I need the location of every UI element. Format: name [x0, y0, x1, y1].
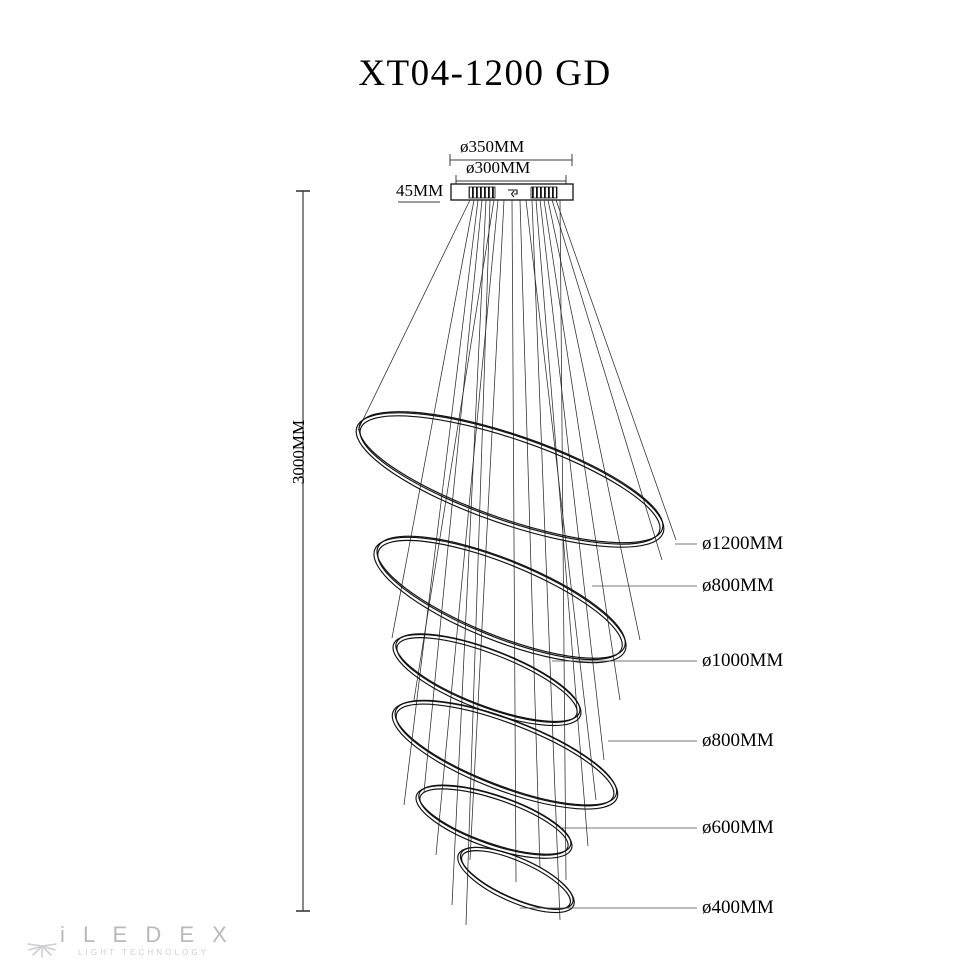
- suspension-wires: [357, 199, 677, 926]
- ceiling-canopy-plate: [450, 183, 574, 201]
- ring-6: [457, 846, 575, 914]
- ring-4: [391, 699, 619, 810]
- ring-4-diameter-label: ø800MM: [702, 730, 774, 751]
- brand-logo: i L E D E X LIGHT TECHNOLOGY: [26, 922, 227, 968]
- ring-2-diameter-label: ø800MM: [702, 575, 774, 596]
- ring-5: [415, 784, 573, 859]
- ring-1: [355, 411, 665, 548]
- plate-inner-diameter-label: ø300MM: [466, 158, 531, 177]
- logo-wordmark: i L E D E X: [60, 922, 233, 947]
- plate-thickness-label: 45MM: [396, 181, 444, 200]
- sunburst-icon: [27, 943, 57, 958]
- plate-outer-dimension-line: [449, 154, 573, 166]
- overall-height-label: 3000MM: [289, 419, 308, 485]
- ring-leader-lines: [520, 543, 697, 909]
- ring-6-diameter-label: ø400MM: [702, 897, 774, 918]
- ring-3-diameter-label: ø1000MM: [702, 650, 784, 671]
- ring-5-diameter-label: ø600MM: [702, 817, 774, 838]
- logo-tagline: LIGHT TECHNOLOGY: [78, 948, 210, 957]
- ring-1-diameter-label: ø1200MM: [702, 533, 784, 554]
- page-title: XT04-1200 GD: [358, 53, 612, 94]
- plate-outer-diameter-label: ø350MM: [460, 137, 525, 156]
- ring-2: [373, 535, 627, 664]
- height-dimension-line: [296, 190, 310, 912]
